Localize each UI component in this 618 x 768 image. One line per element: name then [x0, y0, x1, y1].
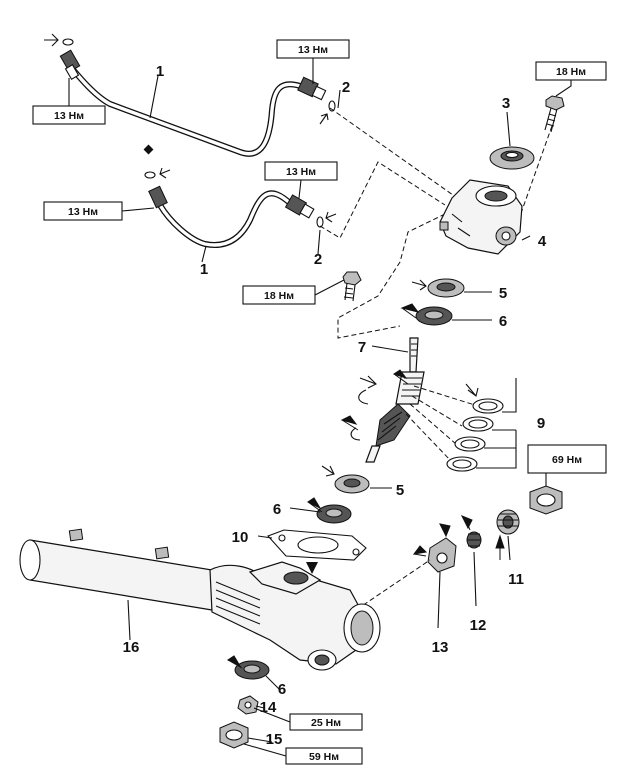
- arrow-icon: [44, 33, 59, 47]
- part-numbers: 1 2 3 4 5 6 7 9 1 2 5 6 10 16 13 12 11 6…: [123, 63, 547, 748]
- bolt-upper-right: [544, 95, 565, 133]
- arrow-icon: [392, 369, 409, 385]
- part-number-4: 4: [538, 233, 547, 250]
- torque-label-boxes: [32, 39, 607, 765]
- dash-line: [405, 385, 479, 463]
- bearing-6-upper: [400, 303, 453, 326]
- oring-top-left: [44, 33, 74, 47]
- arrow-icon: [465, 383, 479, 397]
- arrow-icon: [321, 465, 335, 477]
- adjusting-screw-11: [495, 509, 520, 560]
- seal-3: [489, 146, 535, 170]
- pressure-line-upper: [59, 49, 327, 157]
- nut-14: [237, 695, 259, 715]
- part-number-12: 12: [470, 617, 487, 634]
- arrow-icon: [412, 545, 428, 557]
- part-number-5-upper: 5: [499, 285, 507, 302]
- gasket-10: [267, 529, 367, 561]
- bearing-6-mid: [307, 497, 352, 524]
- arrow-icon: [307, 497, 323, 513]
- plug-15: [219, 721, 249, 749]
- pinion-shaft-7: [340, 337, 425, 463]
- part-number-13: 13: [432, 639, 449, 656]
- part-number-6-upper: 6: [499, 313, 507, 330]
- part-number-2-lower: 2: [314, 251, 322, 268]
- arrow-icon: [400, 303, 420, 319]
- pressure-line-lower: [148, 185, 315, 248]
- part-number-6-mid: 6: [273, 501, 281, 518]
- oring-and-grease-symbol: [143, 144, 171, 179]
- bolt-middle: [342, 271, 362, 302]
- arrow-icon: [325, 211, 337, 223]
- part-number-14: 14: [260, 699, 277, 716]
- arrow-icon: [460, 515, 473, 531]
- torque-label-lower-line-end: 13 Нм: [286, 166, 316, 178]
- part-number-10: 10: [232, 529, 249, 546]
- bearing-6-lower: [227, 655, 270, 680]
- torque-label-middle-bolt: 18 Нм: [264, 290, 294, 302]
- part-number-6-lower: 6: [278, 681, 286, 698]
- torque-label-plug-15: 59 Нм: [309, 751, 339, 763]
- valve-housing-4: [439, 179, 523, 255]
- torque-label-nut-14: 25 Нм: [311, 717, 341, 729]
- dash-line: [337, 213, 446, 339]
- diamond-icon: [143, 144, 154, 155]
- leader-lines: [127, 75, 531, 743]
- arrow-icon: [439, 523, 451, 538]
- seal-5-lower: [321, 465, 370, 494]
- arrow-icon: [319, 113, 329, 125]
- seal-5-upper: [411, 278, 465, 298]
- arrow-icon: [159, 167, 171, 179]
- part-number-7: 7: [358, 339, 366, 356]
- dash-line: [329, 107, 461, 201]
- torque-labels: 13 Нм 18 Нм 13 Нм 13 Нм 13 Нм 18 Нм 69 Н…: [54, 44, 586, 763]
- arrow-icon: [227, 655, 243, 669]
- spring-12: [460, 515, 482, 549]
- arrow-icon: [495, 534, 505, 560]
- arrow-icon: [359, 375, 377, 389]
- arrow-icon: [411, 279, 427, 291]
- part-number-1-upper: 1: [156, 63, 164, 80]
- gear-housing-16: [19, 528, 381, 671]
- part-number-9: 9: [537, 415, 545, 432]
- part-number-3: 3: [502, 95, 510, 112]
- arrow-icon: [306, 562, 318, 574]
- part-number-16: 16: [123, 639, 140, 656]
- part-number-11: 11: [508, 571, 524, 588]
- torque-label-upper-line-start: 13 Нм: [54, 110, 84, 122]
- dash-line: [319, 161, 446, 239]
- torque-label-upper-line-end: 13 Нм: [298, 44, 328, 56]
- part-number-5-lower: 5: [396, 482, 404, 499]
- oring-2-lower: [316, 216, 324, 228]
- torque-label-locknut: 69 Нм: [552, 454, 582, 466]
- torque-label-upper-bolt: 18 Нм: [556, 66, 586, 78]
- rings-9: [446, 383, 504, 472]
- rack-guide-13: [412, 523, 457, 573]
- part-number-15: 15: [266, 731, 283, 748]
- torque-label-lower-line-start: 13 Нм: [68, 206, 98, 218]
- adjuster-locknut: [529, 485, 563, 515]
- part-number-2-upper: 2: [342, 79, 350, 96]
- bracket-9: [476, 378, 517, 469]
- part-number-1-lower: 1: [200, 261, 208, 278]
